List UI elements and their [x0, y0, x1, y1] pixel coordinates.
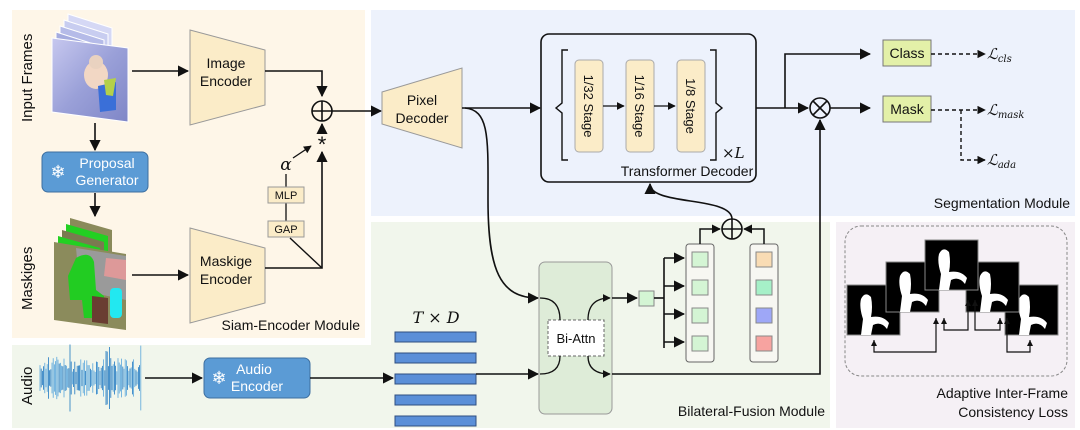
stage-1-8-block: [676, 59, 706, 153]
mlp-block: [267, 186, 305, 204]
segmentation-module-label: Segmentation Module: [934, 195, 1070, 211]
image-encoder-label-1: Image: [207, 55, 246, 71]
consistency-arrow-head: [972, 300, 978, 306]
snowflake-icon: ❄: [50, 162, 65, 182]
ada-loss-label: ℒada: [987, 151, 1016, 171]
class-query-cell: [755, 307, 773, 324]
proposal-generator-block: [41, 151, 149, 193]
consistency-arrow-head: [871, 340, 877, 346]
maskiges-image: [54, 218, 126, 330]
maskige-to-gap-line: [289, 237, 323, 269]
left-brace: [554, 49, 568, 161]
consistency-loss-frame-group: [844, 225, 1068, 377]
mlp-label: MLP: [275, 190, 298, 202]
mask-loss-label: ℒmask: [987, 101, 1024, 121]
bi-attn-block: [547, 319, 605, 357]
mask-head-block: [882, 95, 932, 123]
input-frames-image: [51, 13, 129, 123]
siam-encoder-module-label: Siam-Encoder Module: [221, 317, 360, 333]
consistency-arrow-head: [941, 318, 947, 324]
learned-query-cell: [691, 307, 709, 324]
bi-attn-label: Bi-Attn: [556, 331, 595, 346]
bi-attn-visual-out-curve: [587, 294, 611, 321]
arrow-right-column-to-sum: [743, 224, 765, 244]
sum-operator-icon: [311, 100, 333, 122]
consistency-arrow-head: [997, 318, 1003, 324]
audio-feature-bar: [394, 331, 477, 343]
stage-1-8-label: 1/8 Stage: [683, 78, 698, 134]
pixel-decoder-block: [381, 67, 463, 149]
class-query-cell: [755, 279, 773, 296]
adaptive-loss-label-1: Adaptive Inter-Frame: [937, 385, 1069, 401]
image-encoder-label-2: Encoder: [200, 73, 252, 89]
maskige-encoder-label-2: Encoder: [200, 271, 252, 287]
stage-1-16-label: 1/16 Stage: [632, 75, 647, 138]
proposal-generator-label-2: Generator: [75, 172, 138, 188]
repeat-l-label: ×L: [722, 144, 745, 162]
arrow-pixel-decoder-to-bi-attn: [464, 107, 540, 304]
class-head-block: [882, 39, 932, 67]
consistency-arrow-head: [965, 300, 971, 306]
bi-attn-audio-in-curve: [539, 355, 561, 375]
audio-to-multiply-line: [612, 118, 826, 375]
bi-attn-visual-in-curve: [539, 297, 561, 321]
consistency-arrow-head: [1027, 340, 1033, 346]
bi-attn-audio-out-curve: [587, 355, 611, 378]
mask-frame-image: [924, 239, 979, 291]
learned-query-cell: [691, 335, 709, 352]
alpha-symbol: α: [280, 155, 292, 175]
gap-label: GAP: [274, 224, 297, 236]
class-query-cell: [755, 251, 773, 268]
audio-feature-dim-label: T × D: [412, 308, 459, 327]
pixel-decoder-label-1: Pixel: [407, 92, 437, 108]
input-frames-label: Input Frames: [19, 34, 36, 122]
dashed-arrow-ada-loss: [960, 110, 986, 165]
maskiges-label: Maskiges: [19, 247, 36, 310]
stage-1-32-label: 1/32 Stage: [581, 75, 596, 138]
audio-encoder-label-2: Encoder: [231, 378, 283, 394]
audio-feature-bar: [394, 373, 477, 385]
audio-label: Audio: [19, 367, 36, 405]
class-query-cell: [755, 335, 773, 352]
adaptive-loss-label-2: Consistency Loss: [958, 404, 1068, 420]
snowflake-icon: ❄: [211, 368, 226, 388]
learned-query-cell: [691, 251, 709, 268]
image-encoder-block: [189, 29, 266, 126]
audio-waveform-image: [39, 344, 142, 412]
arrow-alpha-to-star: [292, 145, 312, 159]
class-head-label: Class: [889, 45, 924, 61]
gap-block: [267, 220, 305, 238]
arrow-sum-to-transformer: [644, 182, 733, 220]
transformer-decoder-label: Transformer Decoder: [621, 163, 754, 179]
audio-encoder-label-1: Audio: [236, 361, 272, 377]
class-loss-label: ℒcls: [987, 45, 1012, 65]
query-sum-operator-icon: [721, 218, 743, 240]
bilateral-fusion-module-label: Bilateral-Fusion Module: [678, 403, 825, 419]
pixel-decoder-label-2: Decoder: [396, 110, 449, 126]
learned-query-cell: [691, 279, 709, 296]
maskige-encoder-block: [189, 227, 266, 324]
consistency-arrow-head: [933, 318, 939, 324]
audio-feature-bar: [394, 352, 477, 364]
star-symbol: *: [318, 132, 327, 157]
consistency-arrow-head: [1004, 318, 1010, 324]
right-brace: [710, 49, 724, 161]
mask-head-label: Mask: [890, 101, 924, 117]
fused-query-token: [638, 290, 655, 307]
audio-feature-bar: [394, 415, 477, 427]
proposal-generator-label-1: Proposal: [79, 155, 134, 171]
arrow-to-class: [784, 48, 872, 108]
maskige-encoder-label-1: Maskige: [200, 253, 252, 269]
audio-feature-bar: [394, 394, 477, 406]
arrow-left-column-to-sum: [699, 224, 721, 244]
arrow-image-encoder-to-sum: [265, 70, 328, 98]
